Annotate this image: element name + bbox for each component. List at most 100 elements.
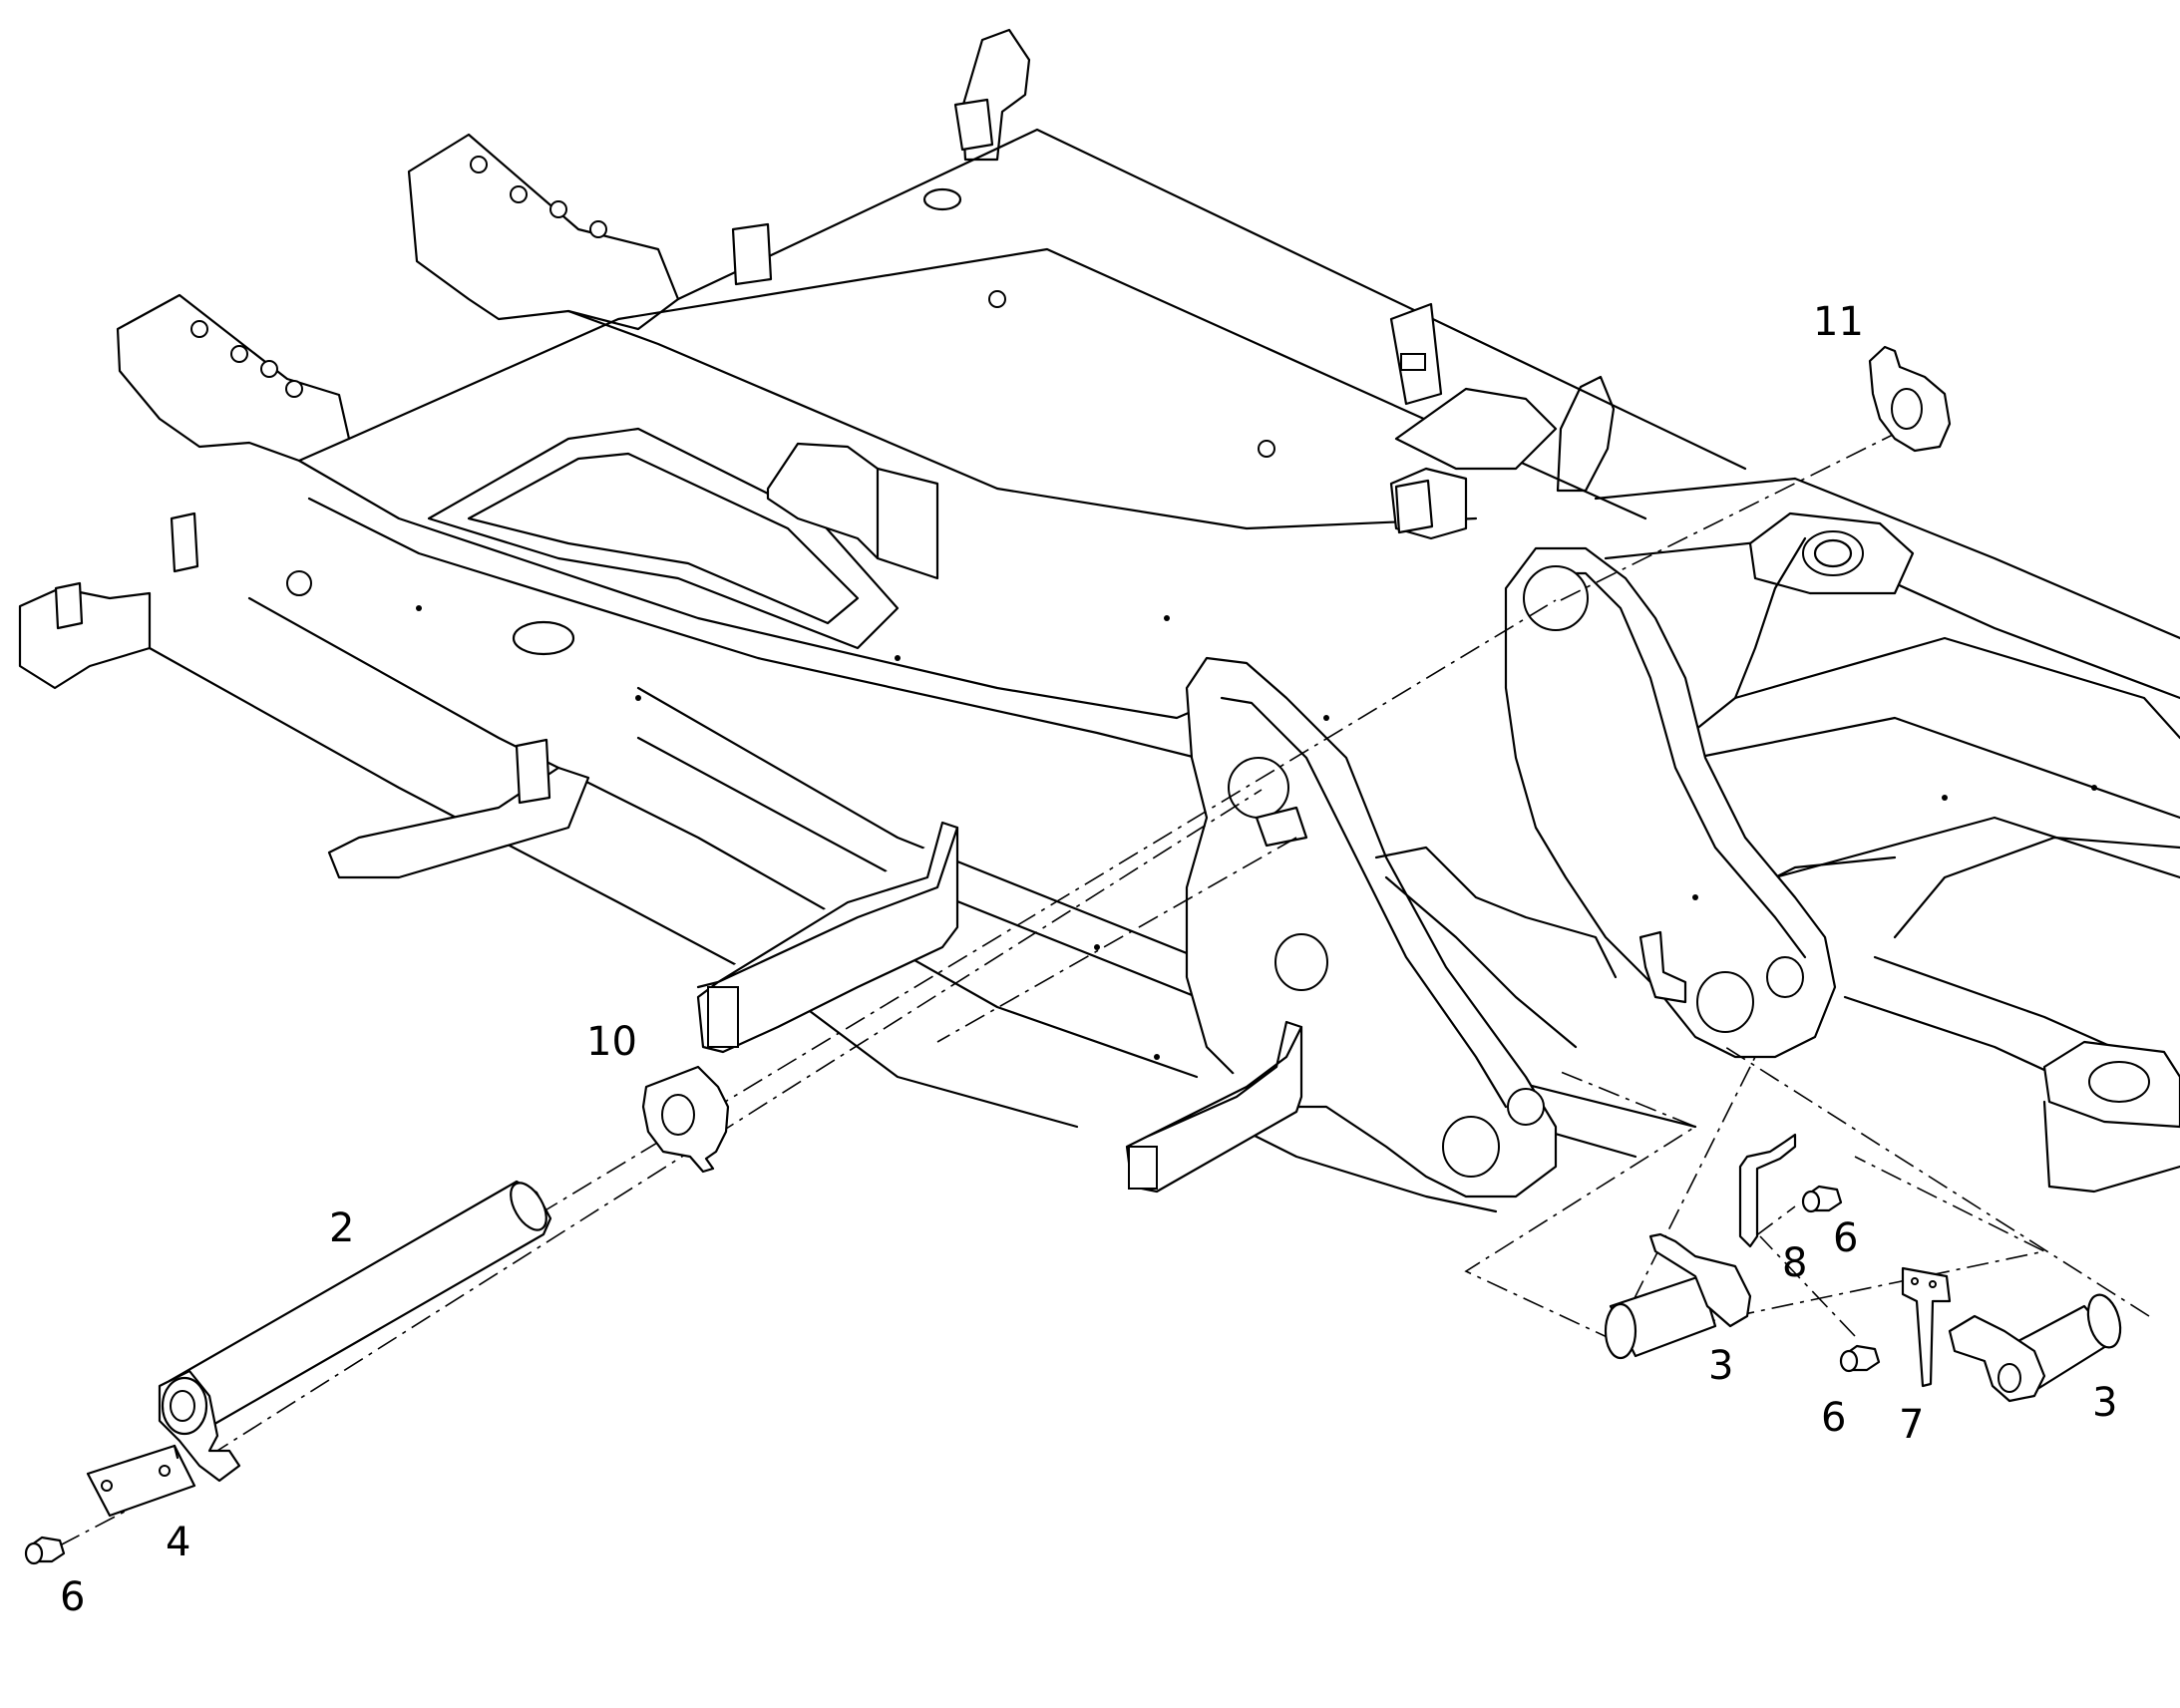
rivet	[2091, 785, 2097, 791]
callout-2: 2	[329, 1205, 354, 1251]
right-frame-bottom	[1773, 816, 2180, 879]
left-tower-foot-hole-2	[1507, 1088, 1545, 1126]
part-7-strap: 7	[1899, 1266, 1952, 1448]
right-tower	[1504, 546, 1837, 1059]
upper-rail-back	[676, 128, 1747, 471]
tower-web	[1374, 846, 1618, 979]
bolt-hole	[510, 185, 528, 203]
bolt-hole	[230, 345, 248, 363]
bolt-6c-head	[1801, 1190, 1821, 1213]
pad-top-a	[512, 620, 575, 656]
lower-right-box	[2042, 1100, 2180, 1194]
floor-opening	[427, 427, 900, 650]
upper-hanger-slot	[1400, 353, 1426, 371]
upper-bearing-bore-inner	[1813, 538, 1853, 568]
bolt-6b-head	[1839, 1349, 1859, 1373]
part-10-washer: 10	[586, 1019, 730, 1174]
washer-11-bore	[1891, 388, 1923, 430]
bolt-hole	[286, 570, 312, 596]
mounting-block-6	[54, 581, 84, 630]
bolt-hole	[260, 360, 278, 378]
lower-longitudinal-left	[148, 646, 1079, 1129]
lower-longitudinal-left-2	[247, 596, 1199, 1079]
mounting-block-5	[170, 512, 199, 573]
pin-3a-bracket-line	[1464, 1071, 1697, 1342]
rivet	[1323, 715, 1329, 721]
part-8-bracket: 8	[1738, 1133, 1807, 1286]
bolt-6c-line	[1754, 1205, 1796, 1237]
left-tower-inner	[1220, 696, 1508, 1109]
callout-3a: 3	[1708, 1343, 1733, 1389]
mounting-block-3	[515, 738, 551, 805]
right-frame-top	[1594, 477, 2180, 640]
rivet-dots	[190, 156, 2097, 1060]
upper-rail-front	[347, 247, 1647, 520]
callout-11: 11	[1813, 299, 1864, 345]
rivet	[1164, 615, 1170, 621]
callout-6a: 6	[60, 1574, 85, 1620]
pin-3b-flange	[1948, 1314, 2046, 1403]
callout-7: 7	[1899, 1402, 1924, 1448]
right-opening	[1733, 636, 2180, 740]
washer-11-line	[1560, 418, 1926, 601]
upper-right-cross-box	[1394, 387, 1558, 471]
left-pad-end	[707, 986, 739, 1048]
pin-3a-bracket-line-2	[1615, 1156, 2047, 1342]
left-tower-pin-hole	[1228, 757, 1289, 819]
strap-7-body	[1901, 1266, 1952, 1388]
assembly-lines	[59, 418, 2150, 1546]
callout-6c: 6	[1833, 1215, 1858, 1261]
bolt-hole	[589, 220, 607, 238]
mounting-block-4	[1394, 479, 1434, 534]
callout-8: 8	[1782, 1240, 1807, 1286]
pad-top-b	[922, 187, 962, 211]
lock-plate-body	[86, 1444, 196, 1518]
strap-7-hole	[1929, 1280, 1937, 1288]
rivet	[635, 695, 641, 701]
right-tower-inner	[1539, 571, 1807, 959]
lower-bearing-bore	[2088, 1061, 2150, 1103]
rivet	[1692, 894, 1698, 900]
part-3-pins: 3 3	[1604, 1232, 2122, 1426]
part-4-lock-plate: 4	[86, 1444, 196, 1565]
lock-plate-hole	[101, 1480, 113, 1492]
bolt-hole	[470, 156, 488, 173]
callout-6b: 6	[1821, 1395, 1846, 1441]
left-side-bracket	[18, 586, 152, 690]
right-frame-low	[1693, 716, 2180, 820]
callout-4: 4	[166, 1520, 190, 1565]
right-tower-lower-hole	[1696, 971, 1754, 1033]
lock-plate-edge	[173, 1444, 180, 1460]
right-tower-pin-hole	[1523, 565, 1589, 631]
callout-3b: 3	[2092, 1380, 2117, 1426]
part-2-pin: 2	[158, 1180, 552, 1483]
bolt-hole	[549, 200, 567, 218]
tower-base-plate	[1235, 1125, 1498, 1213]
lock-plate-hole	[159, 1465, 171, 1477]
tower-web-2	[1384, 875, 1578, 1049]
pillow-block	[766, 442, 939, 580]
rivet	[416, 605, 422, 611]
support-pads	[696, 821, 1303, 1194]
bolt-hole	[190, 320, 208, 338]
washer-10-bore	[661, 1094, 695, 1136]
bolt-hole	[285, 380, 303, 398]
long-pin-body	[168, 1180, 552, 1436]
rivet	[1942, 795, 1948, 801]
pin-axis-line	[208, 789, 1263, 1457]
tower-clip	[1255, 806, 1308, 848]
callout-10: 10	[586, 1019, 637, 1065]
upper-bearing-bore	[1802, 530, 1864, 576]
pin-3b-axis-line	[1724, 1046, 2150, 1317]
bolt-6a-head	[24, 1541, 44, 1565]
long-pin-bore	[170, 1390, 195, 1422]
rivet	[1094, 944, 1100, 950]
right-opening-2	[1893, 836, 2180, 939]
upper-left-plate	[407, 133, 680, 331]
main-frame	[18, 28, 2180, 1194]
rivet	[895, 655, 901, 661]
clip-line	[936, 837, 1297, 1043]
bolt-hole	[988, 290, 1006, 308]
left-support-pad	[696, 821, 959, 1054]
central-beam-top	[566, 309, 1478, 530]
